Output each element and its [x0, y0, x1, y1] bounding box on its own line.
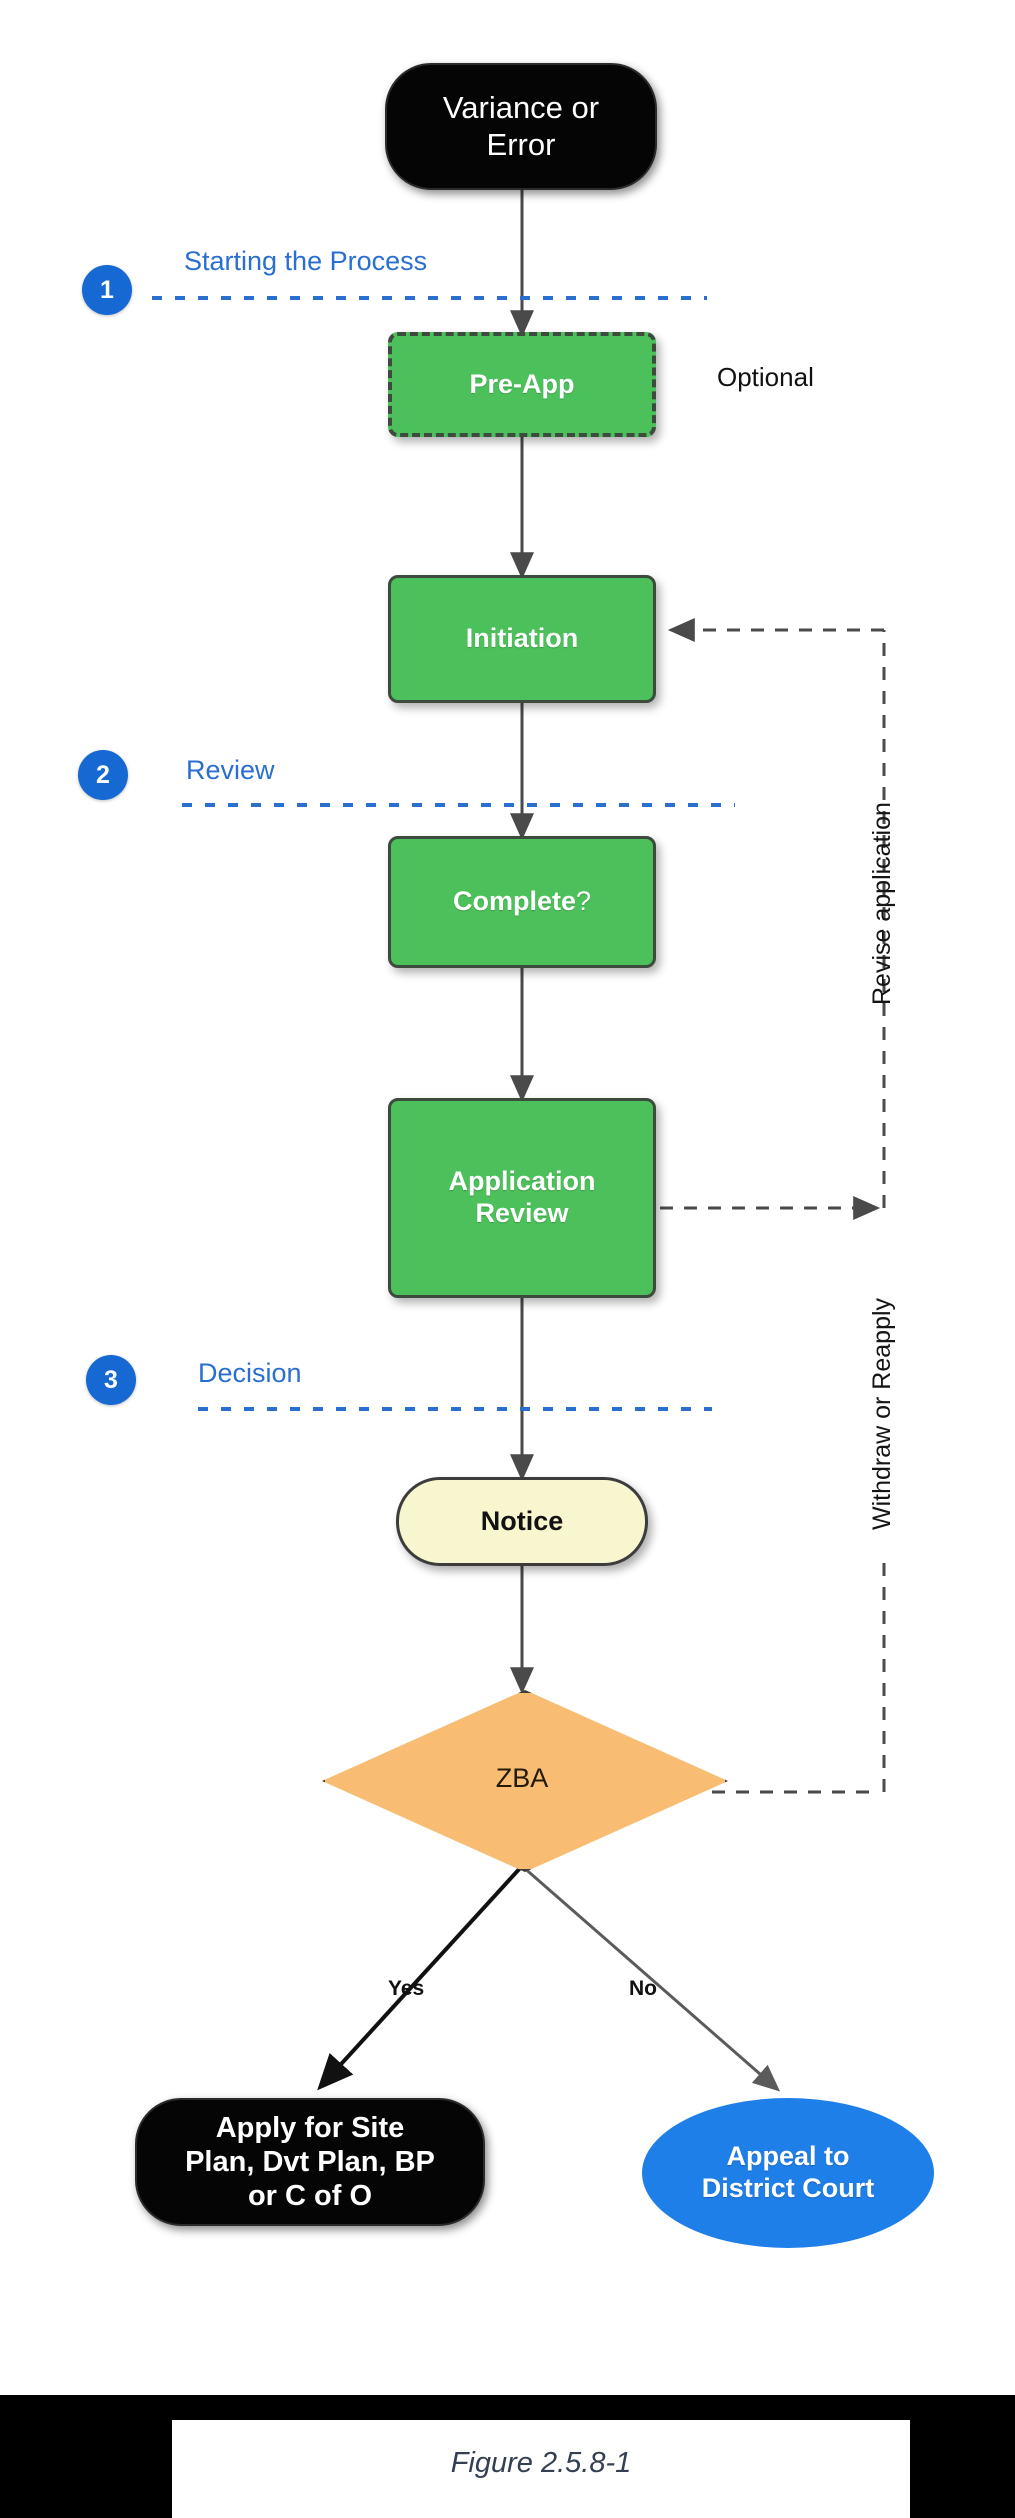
node-appeal-to-district-court[interactable]: Appeal to District Court: [642, 2098, 934, 2248]
step-badge-3[interactable]: 3: [86, 1355, 136, 1405]
node-zba-decision[interactable]: ZBA: [322, 1690, 728, 1872]
node-variance-or-error[interactable]: Variance or Error: [385, 63, 657, 190]
node-pre-app-label: Pre-App: [469, 368, 575, 399]
node-complete-question-mark: ?: [576, 886, 592, 917]
annotation-optional: Optional: [717, 362, 814, 392]
edge-label-withdraw-or-reapply: Withdraw or Reapply: [868, 1297, 896, 1530]
caption-card: [172, 2420, 910, 2518]
node-complete[interactable]: Complete?: [388, 836, 656, 968]
node-complete-label: Complete: [452, 886, 576, 917]
node-pre-app[interactable]: Pre-App: [388, 332, 656, 437]
step-badge-2[interactable]: 2: [78, 750, 128, 800]
node-application-review[interactable]: Application Review: [388, 1098, 656, 1298]
node-zba-label: ZBA: [495, 1762, 549, 1793]
node-appeal-to-district-court-label: Appeal to District Court: [701, 2141, 875, 2203]
node-initiation[interactable]: Initiation: [388, 575, 656, 703]
edge-zba-yes: [317, 1864, 524, 2091]
node-initiation-label: Initiation: [465, 623, 579, 654]
node-apply-for-site-plan[interactable]: Apply for Site Plan, Dvt Plan, BP or C o…: [135, 2098, 485, 2226]
step-label-3: Decision: [198, 1358, 302, 1388]
step-badge-1[interactable]: 1: [82, 265, 132, 315]
node-apply-for-site-plan-label: Apply for Site Plan, Dvt Plan, BP or C o…: [185, 2111, 435, 2213]
node-notice-label: Notice: [480, 1505, 564, 1536]
branch-label-no: No: [629, 1977, 657, 2000]
branch-label-yes: Yes: [388, 1977, 425, 2000]
edge-label-revise-application: Revise application: [868, 802, 896, 1005]
figure-caption: Figure 2.5.8-1: [450, 2447, 632, 2479]
node-application-review-label: Application Review: [448, 1166, 596, 1228]
step-label-2: Review: [186, 755, 275, 785]
node-variance-or-error-label: Variance or Error: [442, 89, 600, 162]
node-notice[interactable]: Notice: [396, 1477, 648, 1566]
step-label-1: Starting the Process: [184, 246, 428, 276]
